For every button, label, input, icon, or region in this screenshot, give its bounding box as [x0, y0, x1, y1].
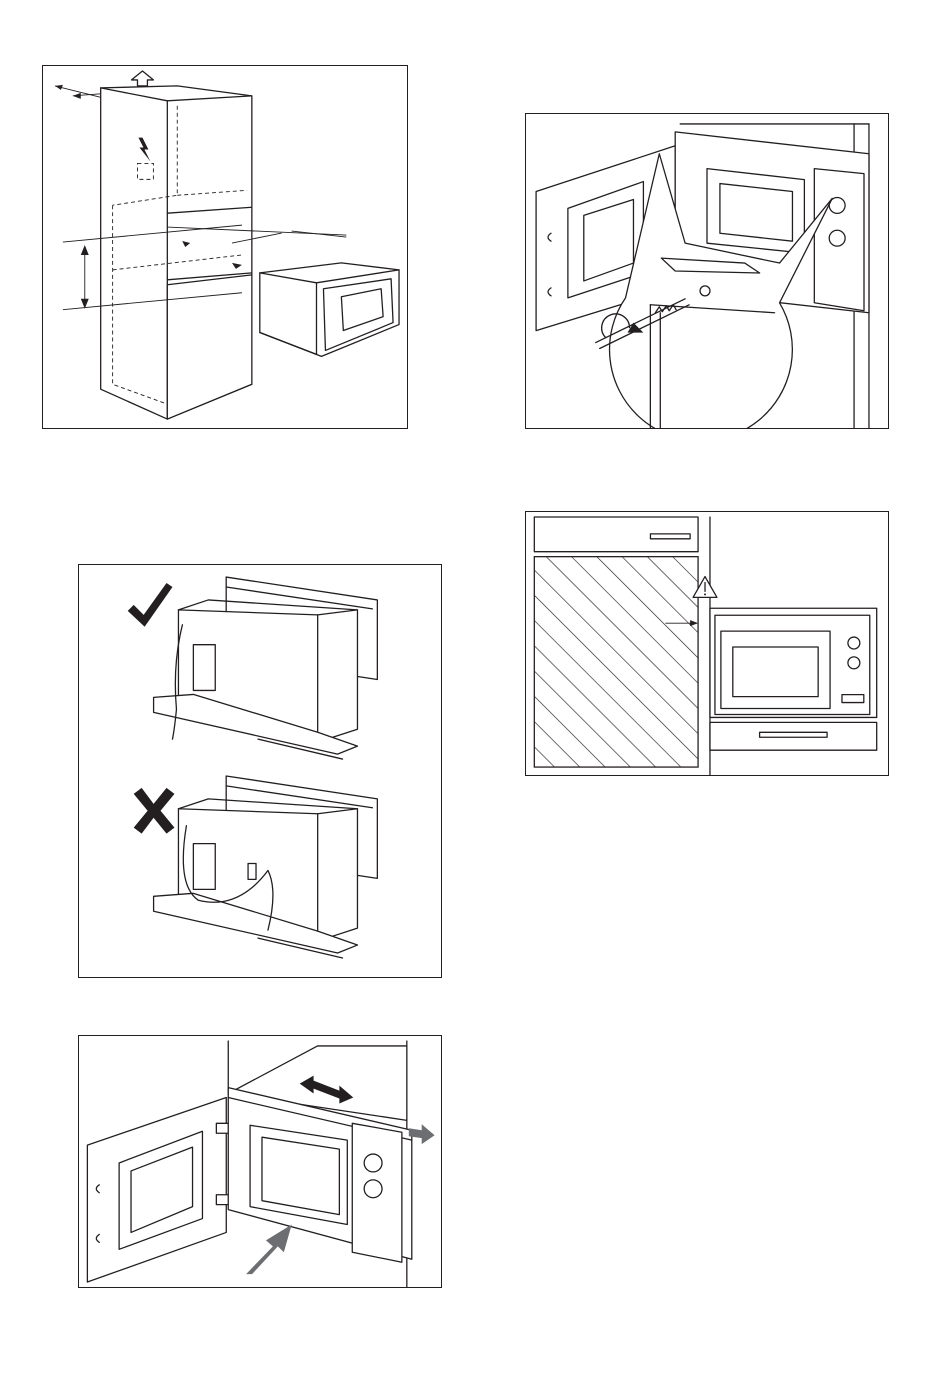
- cable-routing-drawing: [79, 565, 441, 977]
- microwave-unit: [260, 263, 399, 356]
- cabinet-dimensions-figure: [42, 65, 408, 429]
- correct-cable-unit: [154, 577, 378, 759]
- wrong-cable-unit: [154, 776, 378, 958]
- door-screw-detail-figure: [525, 113, 889, 429]
- slide-arrow-icon: [409, 1124, 435, 1144]
- vertical-dimension-arrow: [81, 245, 89, 309]
- lower-drawer: [710, 722, 877, 750]
- up-arrow-icon: [132, 71, 154, 86]
- dimension-arrows-icon: [55, 85, 103, 99]
- built-in-microwave: [710, 608, 877, 717]
- push-in-drawing: [79, 1036, 441, 1287]
- cable-routing-figure: [78, 564, 442, 978]
- check-mark-icon: [128, 583, 173, 627]
- open-door: [87, 1098, 230, 1283]
- cabinet-drawing: [43, 66, 407, 428]
- screw-detail-drawing: [526, 114, 888, 428]
- push-arrow-icon: [246, 1224, 292, 1274]
- hatched-tall-cabinet: [534, 557, 698, 767]
- cross-mark-icon: [134, 788, 175, 834]
- clearance-drawing: [526, 512, 888, 775]
- push-in-figure: [78, 1035, 442, 1288]
- side-clearance-figure: [525, 511, 889, 776]
- upper-cabinet: [534, 517, 698, 552]
